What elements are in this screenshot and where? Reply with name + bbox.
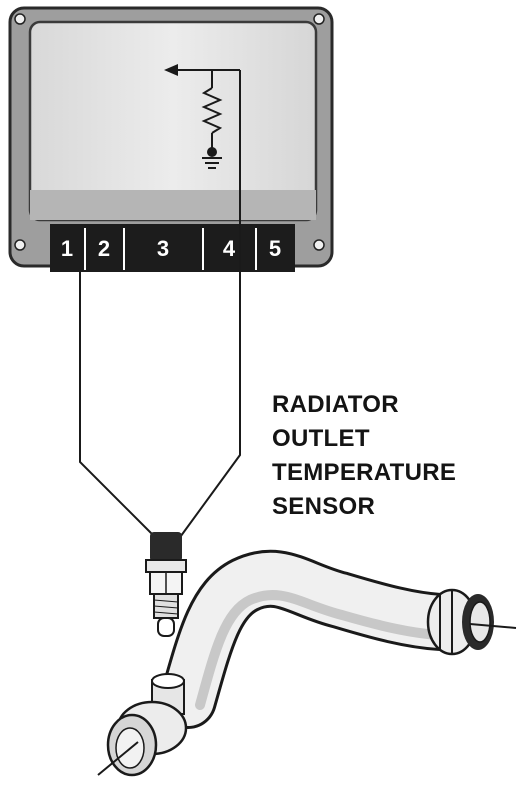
port-opening — [151, 673, 185, 689]
wire-pin-1 — [79, 272, 159, 541]
ground-node — [207, 147, 217, 157]
pin-label-3: 3 — [157, 236, 169, 261]
internal-circuit — [164, 64, 240, 169]
sensor-thread-line — [153, 599, 179, 603]
ecu-connector: 1 2 3 4 5 — [50, 224, 295, 272]
pin-label-4: 4 — [223, 236, 236, 261]
sensor-thread-line — [153, 611, 179, 615]
mounting-screw-icon — [313, 239, 325, 251]
temperature-sensor — [145, 532, 187, 637]
pin-label-1: 1 — [61, 236, 73, 261]
connector-body — [50, 224, 295, 272]
sensor-thread-line — [153, 605, 179, 609]
hose-clamp-right — [426, 588, 517, 656]
sensor-collar — [145, 559, 187, 573]
mounting-screw-icon — [14, 13, 26, 25]
pin-label-2: 2 — [98, 236, 110, 261]
caption-line-2: OUTLET — [272, 425, 370, 452]
arrow-left-icon — [164, 64, 178, 76]
caption-line-1: RADIATOR — [272, 391, 399, 418]
hose-body — [162, 552, 466, 726]
flow-direction-line — [469, 623, 517, 629]
caption-line-3: TEMPERATURE — [272, 459, 457, 486]
radiator-hose — [97, 549, 517, 777]
hose-shading — [195, 590, 443, 710]
wire-pin-4 — [177, 70, 241, 541]
mounting-screw-icon — [14, 239, 26, 251]
resistor-icon — [201, 87, 223, 134]
caption-line-4: SENSOR — [272, 493, 376, 520]
pin-label-5: 5 — [269, 236, 281, 261]
flow-direction-line — [97, 741, 139, 776]
sensor-caption: RADIATOR OUTLET TEMPERATURE SENSOR — [272, 388, 456, 524]
mounting-screw-icon — [313, 13, 325, 25]
sensor-wiring — [79, 70, 241, 541]
pipe-inner — [469, 601, 491, 643]
sensor-connector-head — [150, 532, 182, 562]
hose-clamp-left — [97, 700, 188, 777]
ecu-module: 1 2 3 4 5 — [8, 6, 334, 272]
sensor-probe-tip — [157, 617, 175, 637]
ecu-lower-band — [30, 190, 316, 220]
